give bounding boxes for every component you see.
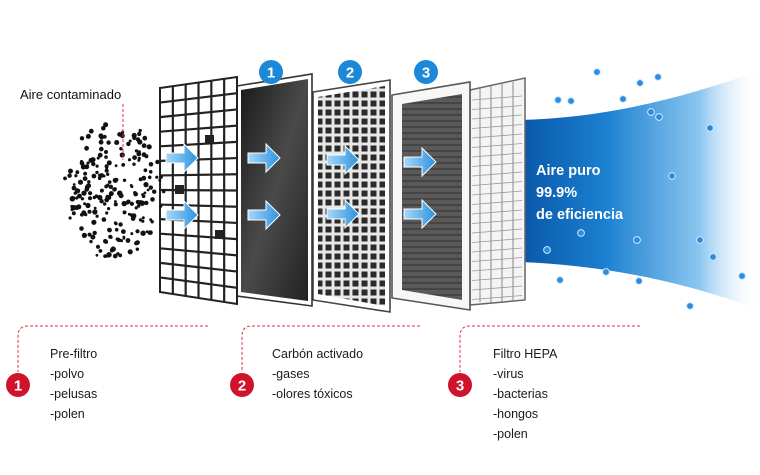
stage-number-circle-1: [259, 60, 283, 84]
polluted-air-particles: [63, 122, 166, 259]
legend-number-2: 2: [230, 373, 254, 397]
legend-item: -olores tóxicos: [272, 387, 353, 401]
efficiency-value: 99.9%: [536, 185, 577, 201]
legend-number-1: 1: [6, 373, 30, 397]
stage-number-text-1: 1: [267, 65, 275, 82]
legend-number-3: 3: [448, 373, 472, 397]
legend-leader-3: [459, 325, 640, 372]
input-air-label: Aire contaminado: [20, 87, 121, 102]
pre-filter-grid: [159, 78, 238, 302]
stage-number-circle-2: [338, 60, 362, 84]
svg-text:1: 1: [14, 378, 22, 395]
clean-air-beam: [520, 70, 760, 310]
clean-air-particles: [543, 68, 746, 310]
legend-leader-1: [17, 325, 208, 372]
airflow-arrow: [403, 146, 437, 178]
legend-title: Pre-filtro: [50, 347, 98, 361]
legend-activated-carbon: Carbón activado -gases -olores tóxicos: [272, 344, 363, 404]
legend-item: -bacterias: [493, 387, 548, 401]
legend-item: -pelusas: [50, 387, 98, 401]
svg-text:3: 3: [456, 378, 464, 395]
airflow-arrow: [326, 144, 360, 176]
legend-item: -polen: [50, 407, 85, 421]
stage-number-text-3: 3: [422, 65, 430, 82]
airflow-arrow: [403, 198, 437, 230]
airflow-arrow: [326, 198, 360, 230]
airflow-arrow: [165, 142, 199, 174]
hepa-filter: [391, 77, 526, 311]
legend-title: Filtro HEPA: [493, 347, 558, 361]
legend-item: -gases: [272, 367, 310, 381]
airflow-arrow: [247, 142, 281, 174]
efficiency-label: de eficiencia: [536, 207, 624, 223]
legend-item: -polen: [493, 427, 528, 441]
stage-number-2: 2: [338, 60, 362, 84]
legend-item: -hongos: [493, 407, 539, 421]
legend-pre-filter: Pre-filtro -polvo -pelusas -polen: [50, 344, 97, 424]
stage-number-1: 1: [259, 60, 283, 84]
legend-hepa-filter: Filtro HEPA -virus -bacterias -hongos -p…: [493, 344, 557, 444]
activated-carbon-filter: [236, 73, 313, 307]
legend-title: Carbón activado: [272, 347, 364, 361]
legend-item: -virus: [493, 367, 524, 381]
clean-air-title: Aire puro: [536, 163, 601, 179]
pre-filter: [159, 75, 238, 306]
legend-leader-2: [241, 325, 420, 372]
svg-text:2: 2: [238, 378, 246, 395]
mesh-filter: [312, 79, 391, 313]
hepa-frame-grid: [471, 82, 523, 302]
airflow-arrows: [165, 142, 437, 231]
airflow-arrow: [165, 199, 199, 231]
legend-item: -polvo: [50, 367, 85, 381]
stage-number-circle-3: [414, 60, 438, 84]
airflow-arrow: [247, 199, 281, 231]
stage-number-text-2: 2: [346, 65, 354, 82]
stage-number-3: 3: [414, 60, 438, 84]
